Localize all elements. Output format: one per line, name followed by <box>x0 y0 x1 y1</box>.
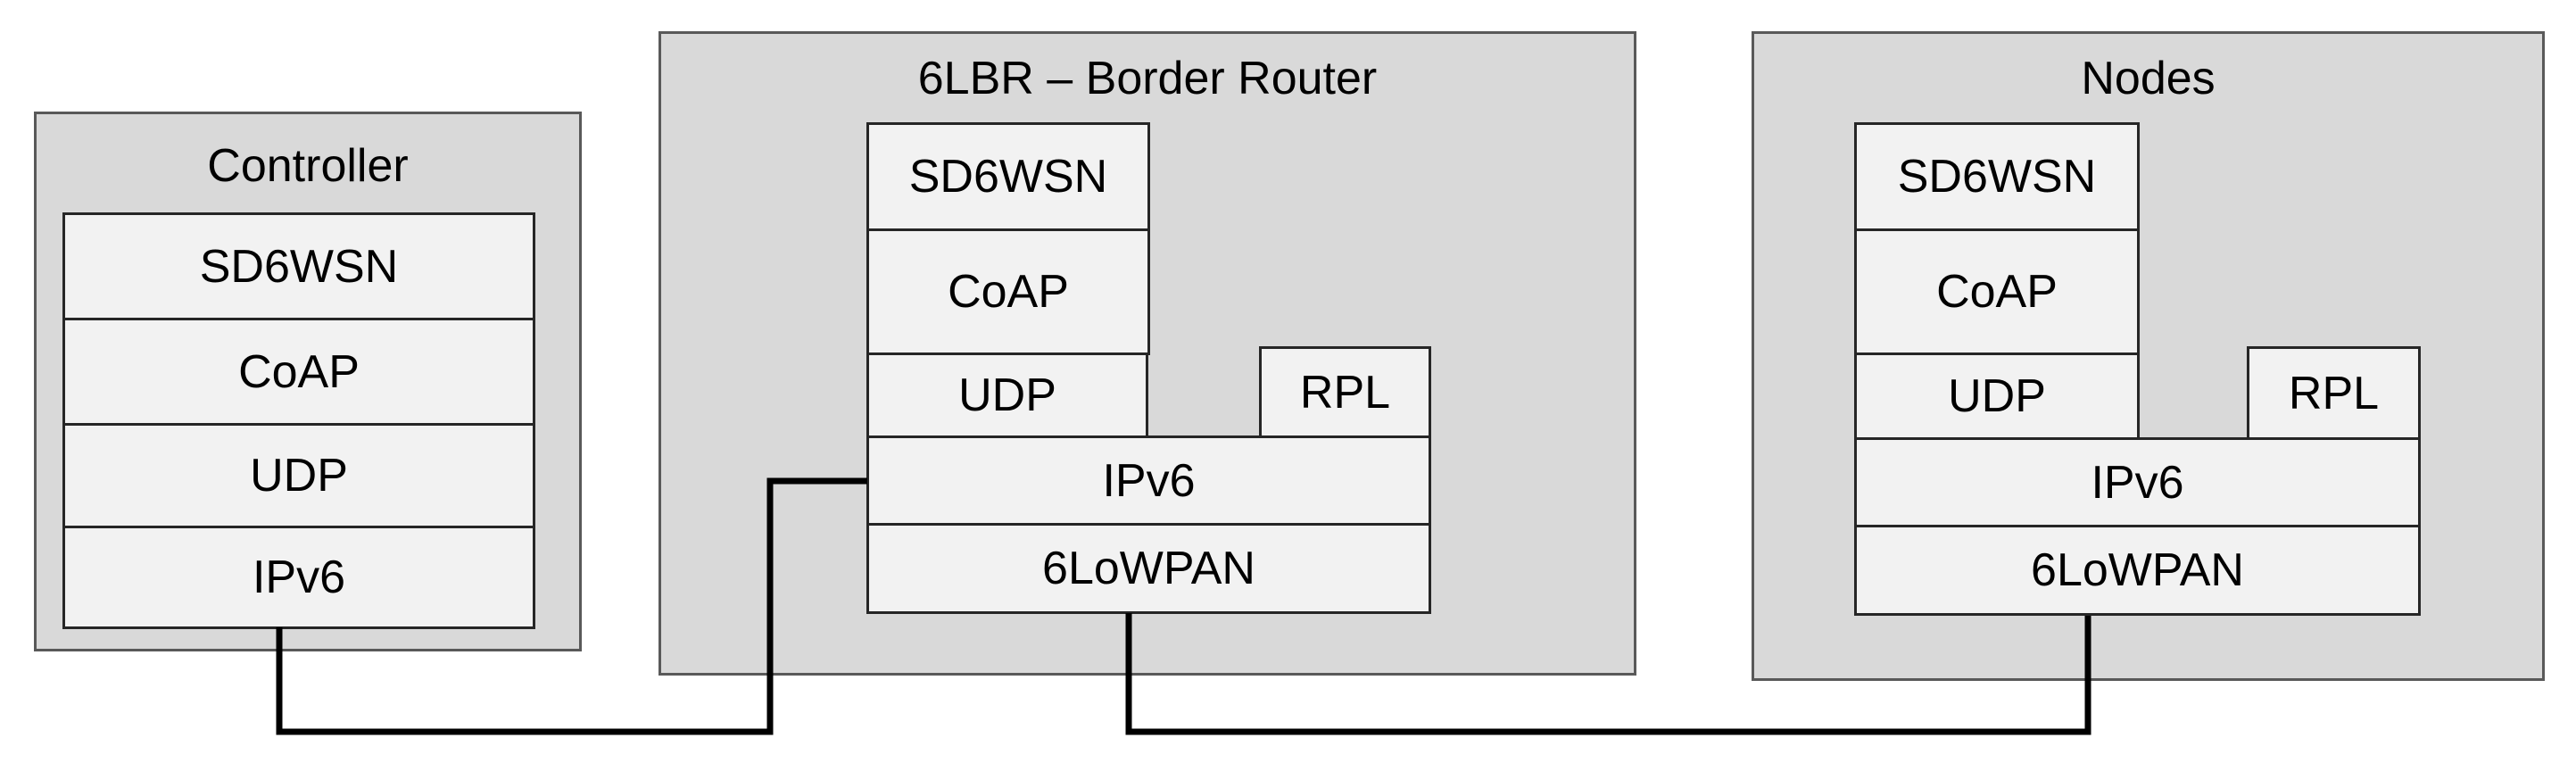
nodes-layer-coap: CoAP <box>1854 228 2140 355</box>
border-router-layer-sd6wsn: SD6WSN <box>866 122 1150 231</box>
controller-layer-coap: CoAP <box>62 318 535 426</box>
border-router-layer-ipv6: IPv6 <box>866 435 1431 526</box>
border-router-layer-coap: CoAP <box>866 228 1150 355</box>
nodes-layer-rpl: RPL <box>2247 346 2421 440</box>
nodes-layer-ipv6: IPv6 <box>1854 437 2421 527</box>
nodes-layer-udp: UDP <box>1854 352 2140 440</box>
nodes-title: Nodes <box>2081 53 2216 104</box>
nodes-layer-6lowpan: 6LoWPAN <box>1854 525 2421 616</box>
nodes-layer-sd6wsn: SD6WSN <box>1854 122 2140 231</box>
controller-layer-ipv6: IPv6 <box>62 526 535 629</box>
border-router-title: 6LBR – Border Router <box>917 53 1378 104</box>
controller-layer-udp: UDP <box>62 423 535 528</box>
border-router-layer-6lowpan: 6LoWPAN <box>866 523 1431 614</box>
controller-layer-sd6wsn: SD6WSN <box>62 212 535 320</box>
controller-title: Controller <box>207 140 409 192</box>
border-router-layer-rpl: RPL <box>1259 346 1431 438</box>
border-router-layer-udp: UDP <box>866 352 1148 438</box>
